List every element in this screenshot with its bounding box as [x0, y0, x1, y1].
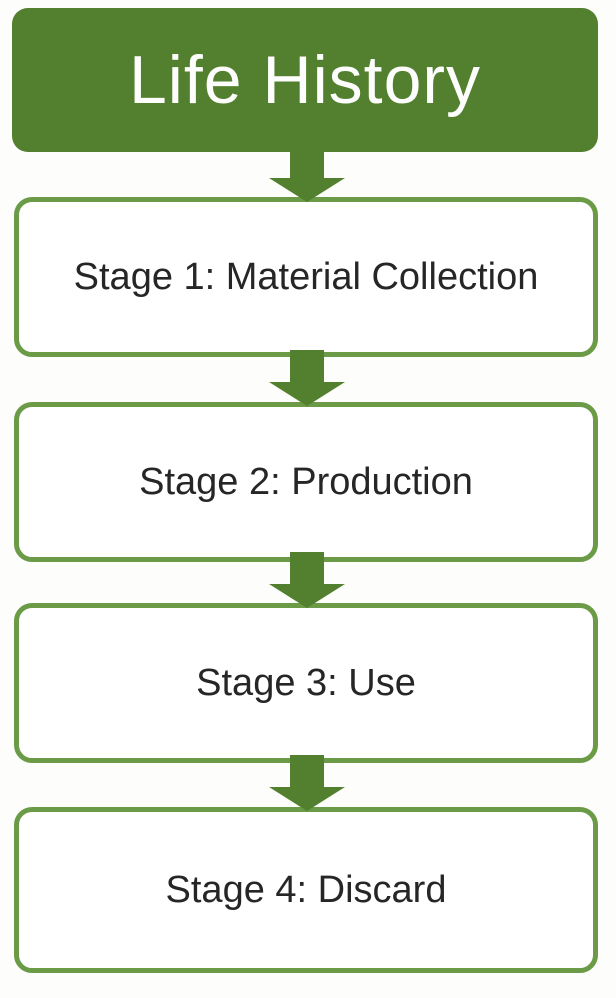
stage-label: Stage 4: Discard: [165, 868, 447, 911]
down-arrow-icon: [269, 350, 345, 406]
stage-box-4: Stage 4: Discard: [14, 807, 598, 973]
title-box: Life History: [12, 8, 598, 152]
down-arrow-icon: [269, 552, 345, 608]
stage-box-3: Stage 3: Use: [14, 603, 598, 763]
down-arrow-icon: [269, 755, 345, 811]
stage-label: Stage 2: Production: [139, 460, 473, 503]
stage-box-1: Stage 1: Material Collection: [14, 197, 598, 357]
stage-box-2: Stage 2: Production: [14, 402, 598, 562]
down-arrow-icon: [269, 146, 345, 202]
page-title: Life History: [128, 42, 482, 118]
stage-label: Stage 3: Use: [196, 661, 416, 704]
stage-label: Stage 1: Material Collection: [73, 255, 539, 298]
